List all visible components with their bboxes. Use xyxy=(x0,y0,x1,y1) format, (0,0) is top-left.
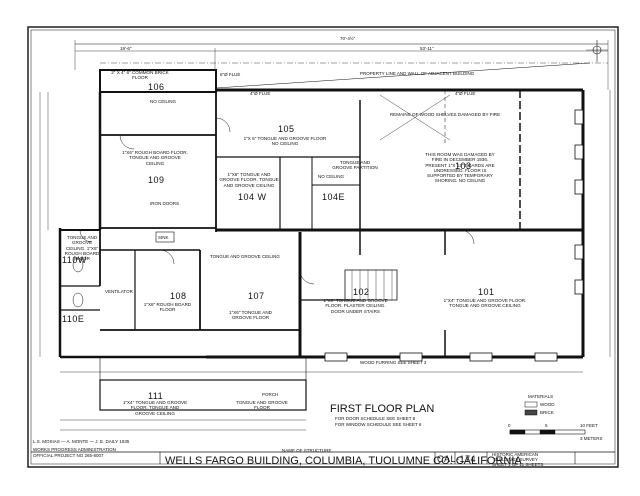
label-dim-top-left: 19'-6" xyxy=(120,46,132,51)
label-room-110e: 110E xyxy=(62,314,85,324)
label-name-of-structure: NAME OF STRUCTURE xyxy=(282,448,332,453)
label-scale-5: 5 xyxy=(545,423,548,428)
label-wpa-1: WORKS PROGRESS ADMINISTRATION xyxy=(33,447,116,452)
label-room-104w: 104 W xyxy=(238,192,267,202)
label-room-109: 109 xyxy=(148,175,165,185)
label-room-101-note: 1"X4" TONGUE AND GROOVE FLOOR. TONGUE AN… xyxy=(443,298,527,309)
label-room-103-note: THIS ROOM WAS DAMAGED BY FIRE IN DECEMBE… xyxy=(425,152,495,184)
label-room-110w: 110W xyxy=(62,255,87,265)
label-survey-no: CAL-174 xyxy=(437,454,477,464)
label-room-106-note: 2" X 4" 6" COMMON BRICK FLOOR xyxy=(111,70,169,81)
label-room-106: 106 xyxy=(148,82,165,92)
label-room-101: 101 xyxy=(478,287,495,297)
label-scale-meters: 3 METERS xyxy=(580,436,603,441)
label-habs-2: BUILDINGS SURVEY xyxy=(494,457,538,462)
label-room-106-ceiling: NO CEILING xyxy=(150,99,177,104)
label-window-schedule: FOR WINDOW SCHEDULE SEE SHEET 6 xyxy=(335,422,422,427)
label-tg-partition: TONGUE AND GROOVE PARTITION xyxy=(332,160,378,171)
label-room-104e: 104E xyxy=(322,192,346,202)
label-dim-top-right: 53'-11" xyxy=(420,46,434,51)
label-wpa-2: OFFICIAL PROJECT NO 265-8007 xyxy=(33,453,104,458)
label-room-110-note: TONGUE AND GROOVE CEILING. 1"X6" ROUGH B… xyxy=(64,235,100,262)
label-property-line: PROPERTY LINE AND WALL OF ADJACENT BUILD… xyxy=(360,71,475,76)
label-drawn-by: L.S. MOSIAS — A. MONTE — J. E. DAILY 193… xyxy=(33,439,130,444)
label-porch: PORCH xyxy=(262,392,279,397)
label-room-103: 103 xyxy=(455,161,472,171)
label-room-111: 111 xyxy=(148,391,164,401)
label-room-107-note: 1"X6" TONGUE AND GROOVE FLOOR xyxy=(229,310,272,321)
label-room-104-note: 1"X6" TONGUE AND GROOVE FLOOR. TONGUE AN… xyxy=(219,172,279,188)
label-room-102-note: 1"X6" TONGUE AND GROOVE FLOOR. PLASTER C… xyxy=(323,298,388,314)
label-materials-brick: BRICK xyxy=(540,410,554,415)
label-overall-dim: 70'-4½" xyxy=(340,36,356,41)
label-sheet-title: WELLS FARGO BUILDING, COLUMBIA, TUOLUMNE… xyxy=(165,455,522,467)
label-sink: SINK xyxy=(158,235,169,240)
label-room-108: 108 xyxy=(170,291,187,301)
label-room-109-note: 1"X6" ROUGH BOARD FLOOR. TONGUE AND GROO… xyxy=(122,150,188,166)
label-remains-note: REMAINS OF WOOD SHELVES DAMAGED BY FIRE xyxy=(389,112,501,117)
label-scale-0: 0 xyxy=(508,423,511,428)
label-room-108-note: 1"X6" ROUGH BOARD FLOOR xyxy=(143,302,192,313)
label-ventilator: VENTILATOR xyxy=(105,289,133,294)
label-flue-1: 6"Ø FLUE xyxy=(220,72,241,77)
label-room-102: 102 xyxy=(353,287,370,297)
label-room-107: 107 xyxy=(248,291,265,301)
label-habs-1: HISTORIC AMERICAN xyxy=(492,452,539,457)
label-materials-wood: WOOD xyxy=(540,402,555,407)
label-room-105: 105 xyxy=(278,124,295,134)
label-tg-ceiling-107: TONGUE AND GROOVE CEILING xyxy=(210,254,280,259)
label-materials-title: MATERIALS xyxy=(528,394,554,399)
label-porch-note: 1"X4" TONGUE AND GROOVE FLOOR. TONGUE AN… xyxy=(122,400,188,416)
label-room-105-note: 1"X 6" TONGUE AND GROOVE FLOOR NO CEILIN… xyxy=(243,136,327,147)
label-door-schedule: FOR DOOR SCHEDULE SEE SHEET 8 xyxy=(335,416,416,421)
label-porch-floor-note: TONGUE AND GROOVE FLOOR xyxy=(236,400,288,411)
label-flue-2: 4"Ø FLUE xyxy=(250,91,271,96)
label-room-104e-ceiling: NO CEILING xyxy=(318,174,345,179)
label-sheet-no: SHEET 1 OF 11 SHEETS xyxy=(492,462,544,467)
label-wood-furring: WOOD FURRING SEE SHEET 3 xyxy=(360,360,427,365)
label-flue-3: 4"Ø FLUE xyxy=(455,91,476,96)
label-plan-title: FIRST FLOOR PLAN xyxy=(330,403,435,415)
label-scale-10: 10 FEET xyxy=(580,423,598,428)
label-iron-doors: IRON DOORS xyxy=(150,201,180,206)
